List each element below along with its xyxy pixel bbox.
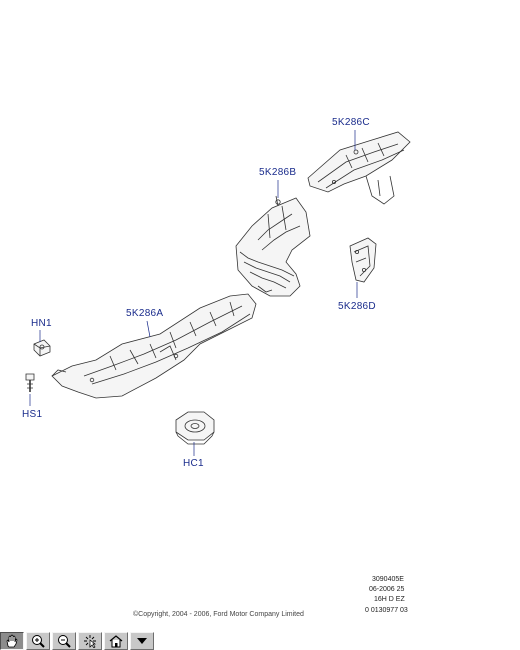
home-button[interactable] (104, 632, 128, 650)
home-icon (109, 635, 123, 648)
reference-line-4: 0 0130977 03 (365, 607, 408, 614)
select-pointer-icon (84, 635, 96, 648)
clip-hc1[interactable] (175, 411, 215, 445)
zoom-in-button[interactable] (26, 632, 50, 650)
callout-hc1[interactable]: HC1 (183, 458, 204, 469)
leader-lines (29, 130, 358, 456)
nut-hn1[interactable] (33, 339, 51, 357)
pan-button[interactable] (0, 632, 24, 650)
heat-shield-5k286c[interactable] (307, 131, 411, 205)
parts-diagram (25, 130, 411, 456)
more-options-button[interactable] (130, 632, 154, 650)
heat-shield-5k286b[interactable] (235, 195, 311, 297)
zoom-out-icon (58, 635, 71, 648)
zoom-in-icon (32, 635, 45, 648)
pan-hand-icon (6, 634, 18, 648)
callout-5k286b[interactable]: 5K286B (259, 167, 297, 178)
callout-hs1[interactable]: HS1 (22, 409, 43, 420)
bracket-5k286d[interactable] (349, 237, 377, 283)
callout-5k286a[interactable]: 5K286A (126, 308, 164, 319)
callout-5k286d[interactable]: 5K286D (338, 301, 376, 312)
zoom-out-button[interactable] (52, 632, 76, 650)
dropdown-arrow-icon (137, 638, 147, 644)
stud-hs1[interactable] (25, 373, 35, 392)
reference-line-1: 3090405E (372, 576, 404, 583)
viewer-toolbar (0, 632, 520, 650)
reference-line-2: 06-2006 25 (369, 586, 405, 593)
copyright-notice: ©Copyright, 2004 - 2006, Ford Motor Comp… (133, 611, 304, 618)
callout-hn1[interactable]: HN1 (31, 318, 52, 329)
heat-shield-5k286a[interactable] (51, 293, 257, 399)
select-button[interactable] (78, 632, 102, 650)
reference-line-3: 16H D EZ (374, 596, 405, 603)
callout-5k286c[interactable]: 5K286C (332, 117, 370, 128)
